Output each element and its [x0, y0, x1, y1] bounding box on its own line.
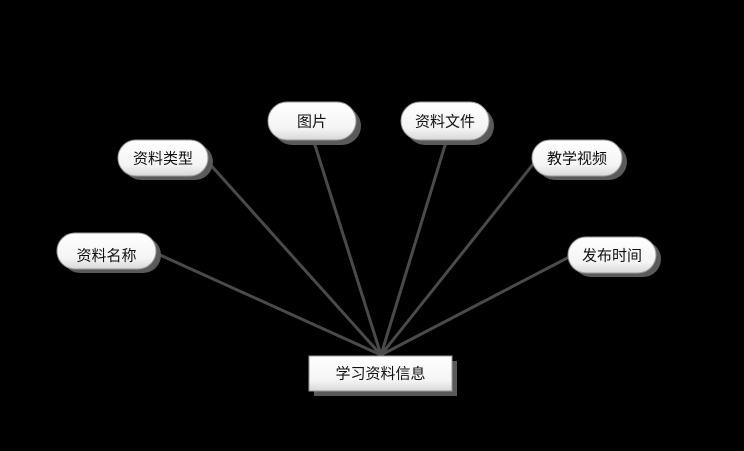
- attribute-node-file: 资料文件: [400, 101, 494, 145]
- attribute-label-image: 图片: [297, 113, 327, 131]
- attribute-node-time: 发布时间: [567, 236, 661, 277]
- attribute-label-name: 资料名称: [76, 247, 136, 265]
- entity-node: 学习资料信息: [308, 355, 457, 396]
- attribute-node-name: 资料名称: [56, 232, 161, 273]
- connector-time: [380, 253, 574, 357]
- attribute-label-type: 资料类型: [133, 150, 193, 168]
- connector-name: [159, 253, 382, 357]
- attribute-node-type: 资料类型: [117, 139, 213, 180]
- attribute-node-image: 图片: [267, 101, 361, 145]
- connector-file: [379, 141, 448, 356]
- connector-type: [206, 160, 383, 357]
- attribute-node-video: 教学视频: [531, 139, 627, 180]
- connector-lines: [159, 141, 574, 357]
- attribute-label-time: 发布时间: [582, 247, 642, 265]
- attribute-label-video: 教学视频: [547, 150, 607, 168]
- connector-video: [379, 157, 540, 356]
- connector-image: [312, 141, 383, 356]
- attribute-label-file: 资料文件: [415, 113, 475, 131]
- entity-label: 学习资料信息: [335, 365, 425, 383]
